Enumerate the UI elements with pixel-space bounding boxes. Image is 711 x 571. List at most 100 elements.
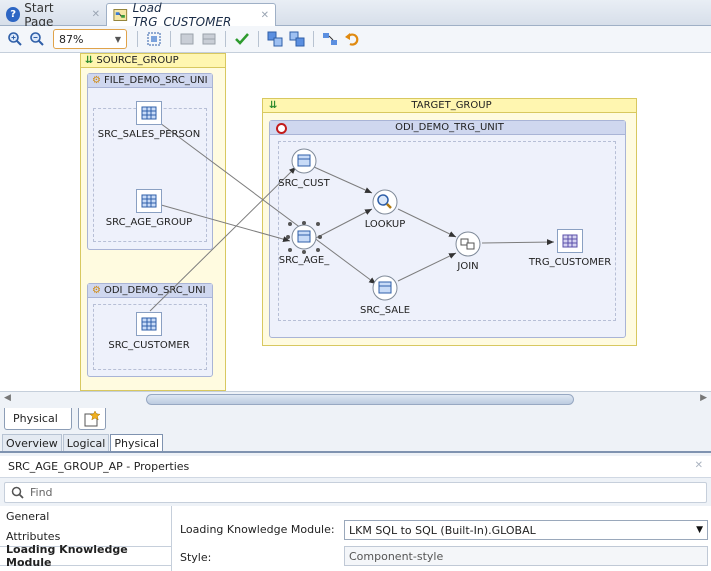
- lkm-label: Loading Knowledge Module:: [180, 523, 335, 536]
- unit-title: ODI_DEMO_TRG_UNIT: [395, 122, 504, 133]
- unit-inner-area: [278, 141, 616, 321]
- access-point-src-cust[interactable]: SRC_CUST: [274, 148, 334, 189]
- toolbar-separator: [225, 31, 226, 47]
- add-diagram-icon: [84, 410, 100, 426]
- layout-icon[interactable]: [178, 30, 196, 48]
- datastore-table-icon: [557, 229, 583, 253]
- style-label: Style:: [180, 551, 212, 564]
- scroll-right-icon[interactable]: ▶: [700, 393, 707, 403]
- tab-physical-label: Physical: [13, 412, 58, 425]
- search-icon: [11, 486, 24, 499]
- datastore-src-age-group[interactable]: SRC_AGE_GROUP: [94, 189, 204, 228]
- tab-load-label: Load TRG_CUSTOMER: [132, 1, 232, 29]
- connector-sales-person-to-src-sale: [159, 122, 377, 285]
- tab-load-trg-customer[interactable]: Load TRG_CUSTOMER ✕: [106, 1, 276, 29]
- component-lookup[interactable]: LOOKUP: [355, 189, 415, 230]
- connector-lookup-to-join: [397, 208, 457, 238]
- datastore-table-icon: [136, 101, 162, 125]
- section-general[interactable]: General: [6, 509, 50, 523]
- target-group-header: ⇊ TARGET_GROUP: [263, 99, 636, 113]
- find-field[interactable]: Find: [4, 482, 707, 503]
- chevron-down-icon: ▼: [696, 525, 703, 535]
- group-icon: ⇊: [269, 100, 278, 111]
- node-label: SRC_SALES_PERSON: [97, 129, 201, 140]
- tab-overview[interactable]: Overview: [2, 434, 62, 451]
- help-icon: ?: [6, 7, 21, 22]
- tab-start-page-label: Start Page: [24, 0, 54, 29]
- datastore-src-sales-person[interactable]: SRC_SALES_PERSON: [94, 101, 204, 140]
- node-label: SRC_AGE_: [278, 255, 330, 266]
- diagram-toolbar: 87% ▼: [0, 26, 711, 53]
- node-label: SRC_CUSTOMER: [108, 340, 190, 351]
- zoom-out-icon[interactable]: [28, 30, 46, 48]
- horizontal-scrollbar[interactable]: ◀ ▶: [0, 391, 711, 406]
- collapse-all-icon[interactable]: [288, 30, 306, 48]
- document-tab-bar: ? Start Page ✕ Load TRG_CUSTOMER ✕: [0, 0, 711, 29]
- node-label: TRG_CUSTOMER: [528, 257, 612, 268]
- execution-unit-icon: ⚙: [92, 285, 101, 296]
- datastore-trg-customer[interactable]: TRG_CUSTOMER: [524, 229, 616, 268]
- tab-logical[interactable]: Logical: [62, 434, 110, 451]
- unit-header: ⚙ ODI_DEMO_SRC_UNI: [88, 284, 212, 298]
- zoom-level-value: 87%: [59, 32, 84, 46]
- zoom-in-icon[interactable]: [6, 30, 24, 48]
- target-group-title: TARGET_GROUP: [411, 100, 492, 111]
- access-point-src-sale[interactable]: SRC_SALE: [355, 275, 415, 316]
- toolbar-separator: [258, 31, 259, 47]
- properties-title: SRC_AGE_GROUP_AP - Properties: [8, 460, 190, 473]
- zoom-level-select[interactable]: 87% ▼: [53, 29, 127, 49]
- section-attributes[interactable]: Attributes: [6, 529, 61, 543]
- fit-to-window-icon[interactable]: [145, 30, 163, 48]
- toolbar-separator: [137, 31, 138, 47]
- close-icon[interactable]: ✕: [260, 9, 269, 21]
- toolbar-separator: [170, 31, 171, 47]
- add-physical-design-button[interactable]: [78, 408, 106, 430]
- scroll-left-icon[interactable]: ◀: [4, 393, 11, 403]
- tab-physical-diagram[interactable]: Physical: [4, 408, 72, 430]
- section-loading-knowledge-module[interactable]: Loading Knowledge Module: [0, 543, 171, 569]
- find-placeholder: Find: [30, 486, 53, 499]
- node-label: LOOKUP: [364, 219, 406, 230]
- connect-icon[interactable]: [321, 30, 339, 48]
- editor-view-tabs: Overview Logical Physical: [0, 434, 711, 453]
- diagram-view-tabs: Physical: [0, 406, 711, 432]
- unit-title: FILE_DEMO_SRC_UNI: [103, 75, 208, 86]
- properties-panel-title: SRC_AGE_GROUP_AP - Properties ✕: [0, 456, 711, 478]
- access-point-icon: [286, 221, 322, 254]
- access-point-src-age-selected[interactable]: SRC_AGE_: [274, 221, 334, 266]
- undo-icon[interactable]: [343, 30, 361, 48]
- validate-icon[interactable]: [233, 30, 251, 48]
- style-field[interactable]: Component-style: [344, 546, 708, 566]
- connector-age-group-to-src-age: [153, 202, 291, 243]
- datastore-src-customer[interactable]: SRC_CUSTOMER: [94, 312, 204, 351]
- access-point-icon: [291, 148, 317, 174]
- datastore-table-icon: [136, 189, 162, 213]
- join-icon: [455, 231, 481, 257]
- unit-inner-area: [93, 304, 207, 370]
- expand-all-icon[interactable]: [266, 30, 284, 48]
- unit-title: ODI_DEMO_SRC_UNI: [103, 285, 206, 296]
- scrollbar-thumb[interactable]: [146, 394, 574, 405]
- node-label: SRC_CUST: [278, 178, 330, 189]
- tab-physical[interactable]: Physical: [110, 434, 164, 451]
- access-point-icon: [372, 275, 398, 301]
- tab-start-page[interactable]: ? Start Page ✕: [0, 0, 106, 29]
- lkm-value: LKM SQL to SQL (Built-In).GLOBAL: [349, 523, 536, 537]
- mapping-diagram-canvas[interactable]: ⇊ SOURCE_GROUP ⚙ FILE_DEMO_SRC_UNI ⚙ ODI…: [0, 53, 711, 391]
- connector-src-sale-to-join: [397, 252, 457, 282]
- properties-sections: General Attributes Loading Knowledge Mod…: [0, 506, 172, 571]
- close-icon[interactable]: ✕: [91, 9, 100, 20]
- node-label: SRC_SALE: [359, 305, 411, 316]
- toolbar-separator: [313, 31, 314, 47]
- source-group-title: SOURCE_GROUP: [96, 55, 179, 66]
- style-value: Component-style: [349, 549, 444, 563]
- connector-src-cust-to-lookup: [313, 166, 373, 194]
- grid-icon[interactable]: [200, 30, 218, 48]
- component-join[interactable]: JOIN: [438, 231, 498, 272]
- connector-customer-to-src-cust: [149, 166, 297, 312]
- unit-header: ⚙ FILE_DEMO_SRC_UNI: [88, 74, 212, 88]
- close-icon[interactable]: ✕: [694, 460, 703, 471]
- lkm-select[interactable]: LKM SQL to SQL (Built-In).GLOBAL ▼: [344, 520, 708, 540]
- execution-unit-odi-demo-src[interactable]: ⚙ ODI_DEMO_SRC_UNI: [87, 283, 213, 377]
- target-unit-icon: [276, 123, 287, 134]
